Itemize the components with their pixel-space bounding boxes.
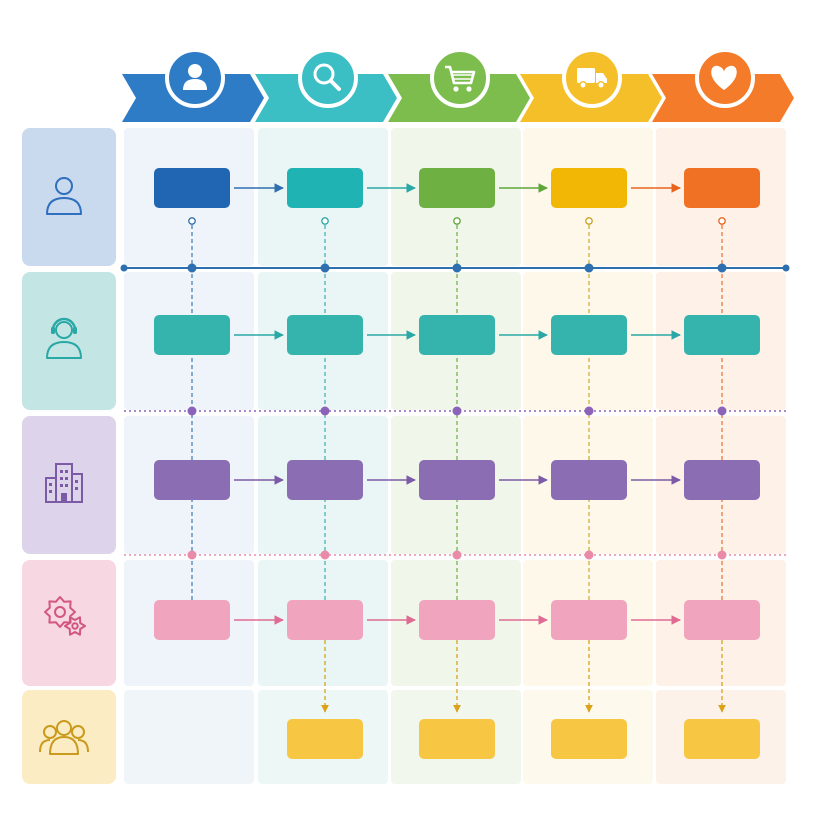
outcome-box: [684, 719, 760, 759]
process-step-box: [287, 315, 363, 355]
separator-node: [320, 406, 330, 416]
separator-node: [452, 406, 462, 416]
separator-node: [187, 406, 197, 416]
process-step-box: [551, 315, 627, 355]
timeline-node: [782, 264, 790, 272]
separator-node: [584, 406, 594, 416]
process-step-box: [684, 315, 760, 355]
process-step-box: [154, 168, 230, 208]
process-step-box: [551, 460, 627, 500]
gear-settings-icon: [44, 596, 86, 636]
building-icon: [45, 463, 83, 503]
separator-node: [187, 550, 197, 560]
stage-icon-badge: [430, 48, 490, 108]
support-agent-icon: [46, 317, 82, 359]
outcome-box: [419, 719, 495, 759]
process-step-box: [154, 315, 230, 355]
customer-icon: [46, 177, 82, 215]
search-icon: [313, 63, 341, 91]
separator-node: [320, 550, 330, 560]
process-step-box: [551, 168, 627, 208]
timeline-node: [187, 263, 197, 273]
process-step-box: [419, 600, 495, 640]
connector-node: [585, 217, 593, 225]
lane-label-block: [22, 272, 116, 410]
timeline-node: [452, 263, 462, 273]
separator-node: [584, 550, 594, 560]
cart-icon: [445, 65, 476, 92]
separator-node: [452, 550, 462, 560]
process-step-box: [684, 600, 760, 640]
outcome-box: [287, 719, 363, 759]
process-step-box: [287, 460, 363, 500]
grid-cell: [124, 690, 254, 784]
timeline-node: [584, 263, 594, 273]
connector-node: [321, 217, 329, 225]
team-icon: [39, 720, 89, 755]
process-step-box: [551, 600, 627, 640]
connector-node: [718, 217, 726, 225]
connector-node: [188, 217, 196, 225]
process-step-box: [287, 600, 363, 640]
connector-node: [453, 217, 461, 225]
user-icon: [183, 64, 207, 90]
truck-icon: [577, 68, 607, 89]
process-step-box: [287, 168, 363, 208]
process-step-box: [684, 168, 760, 208]
heart-icon: [711, 65, 737, 90]
process-step-box: [684, 460, 760, 500]
timeline-node: [717, 263, 727, 273]
separator-node: [717, 406, 727, 416]
process-step-box: [419, 168, 495, 208]
process-step-box: [419, 315, 495, 355]
timeline-node: [120, 264, 128, 272]
stage-icon-badge: [298, 48, 358, 108]
lane-label-block: [22, 416, 116, 554]
process-step-box: [154, 600, 230, 640]
outcome-box: [551, 719, 627, 759]
process-step-box: [154, 460, 230, 500]
separator-node: [717, 550, 727, 560]
lane-label-block: [22, 128, 116, 266]
timeline-node: [320, 263, 330, 273]
process-step-box: [419, 460, 495, 500]
